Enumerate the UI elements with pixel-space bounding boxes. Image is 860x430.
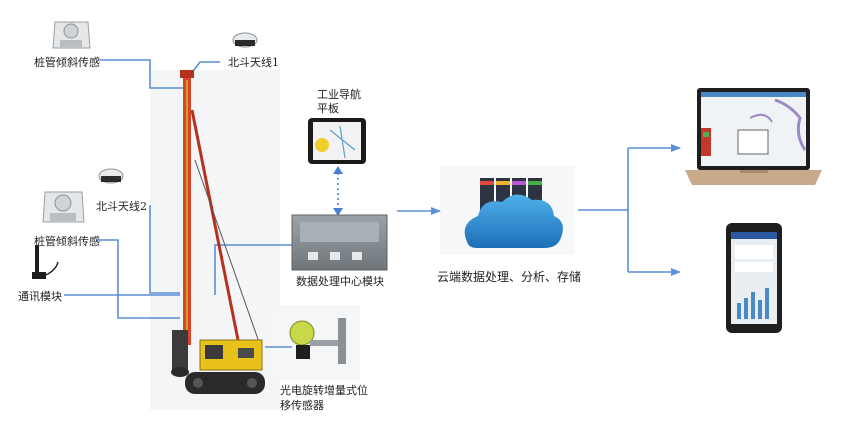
label-encoder-line1: 光电旋转增量式位 <box>280 384 368 397</box>
label-data-center: 数据处理中心模块 <box>296 275 384 288</box>
laptop-icon <box>685 88 822 185</box>
arrowhead-up <box>333 166 343 174</box>
line-antenna2 <box>149 205 180 294</box>
label-beidou-antenna-2: 北斗天线2 <box>96 200 147 213</box>
line-tilt-top <box>98 59 183 89</box>
cloud-icon <box>464 194 563 248</box>
comm-antenna-icon <box>32 245 59 279</box>
arrowhead-down <box>333 208 343 216</box>
pile-driver-icon <box>171 70 265 394</box>
gnss-antenna-icon <box>98 168 124 184</box>
gnss-antenna-icon <box>232 32 258 48</box>
rotary-encoder-icon <box>289 318 346 364</box>
label-nav-tablet-line1: 工业导航 <box>317 88 361 101</box>
label-beidou-antenna-1: 北斗天线1 <box>228 56 279 69</box>
label-encoder-line2: 移传感器 <box>280 399 324 412</box>
label-cloud: 云端数据处理、分析、存储 <box>437 270 582 284</box>
tilt-sensor-icon <box>52 21 91 49</box>
line-fork <box>578 148 629 211</box>
line-tilt-mid <box>98 239 180 319</box>
label-tilt-sensor-top: 桩管倾斜传感 <box>34 56 100 69</box>
smartphone-icon <box>726 223 782 333</box>
label-comm-module: 通讯模块 <box>18 290 62 303</box>
line-databox <box>214 244 292 295</box>
label-tilt-sensor-mid: 桩管倾斜传感 <box>34 235 100 248</box>
tilt-sensor-icon <box>42 191 85 223</box>
tablet-icon <box>308 118 366 164</box>
label-nav-tablet-line2: 平板 <box>317 102 339 115</box>
processing-box-icon <box>291 214 388 271</box>
connector-lines <box>64 59 629 348</box>
